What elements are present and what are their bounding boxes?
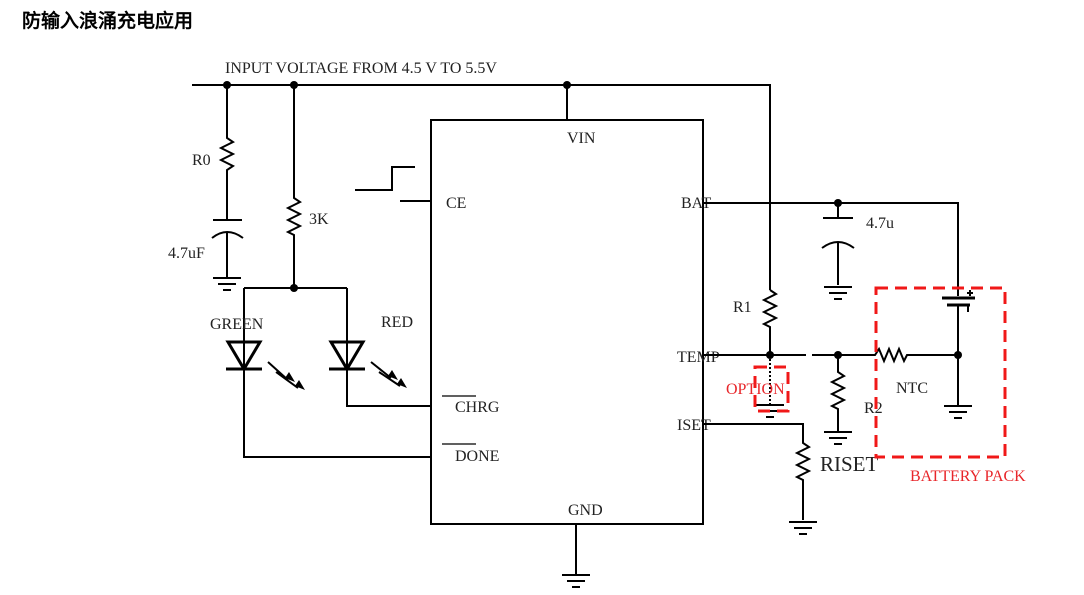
r0-rc-branch	[211, 85, 244, 291]
option-label: OPTION	[726, 381, 785, 398]
r1-label: R1	[733, 299, 752, 316]
battery-pack-label: BATTERY PACK	[910, 468, 1026, 485]
cap-in-label: 4.7uF	[168, 245, 205, 262]
pin-temp: TEMP	[677, 349, 720, 366]
input-voltage-label: INPUT VOLTAGE FROM 4.5 V TO 5.5V	[225, 60, 497, 77]
page-title: 防输入浪涌充电应用	[22, 10, 194, 32]
pin-bat: BAT	[681, 195, 711, 212]
input-rail	[192, 81, 771, 290]
pin-iset: ISET	[677, 417, 711, 434]
red-led-label: RED	[381, 314, 413, 331]
riset-label: RISET	[820, 452, 879, 476]
pin-done: DONE	[455, 448, 499, 465]
led-branch	[225, 85, 431, 458]
r0-label: R0	[192, 152, 211, 169]
r-led-label: 3K	[309, 211, 329, 228]
green-led-label: GREEN	[210, 316, 264, 333]
ntc-label: NTC	[896, 380, 928, 397]
pin-gnd: GND	[568, 502, 603, 519]
battery-pack-box	[874, 286, 1007, 459]
pin-vin: VIN	[567, 130, 596, 147]
green-led-icon	[225, 340, 263, 372]
r2-label: R2	[864, 400, 883, 417]
cap-bat-label: 4.7u	[866, 215, 894, 232]
iset-network	[703, 423, 818, 535]
ce-step-signal	[355, 166, 431, 202]
pin-chrg: CHRG	[455, 399, 500, 416]
pin-ce: CE	[446, 195, 466, 212]
red-led-icon	[328, 340, 366, 372]
charger-ic	[430, 119, 704, 525]
bat-network	[703, 199, 975, 419]
